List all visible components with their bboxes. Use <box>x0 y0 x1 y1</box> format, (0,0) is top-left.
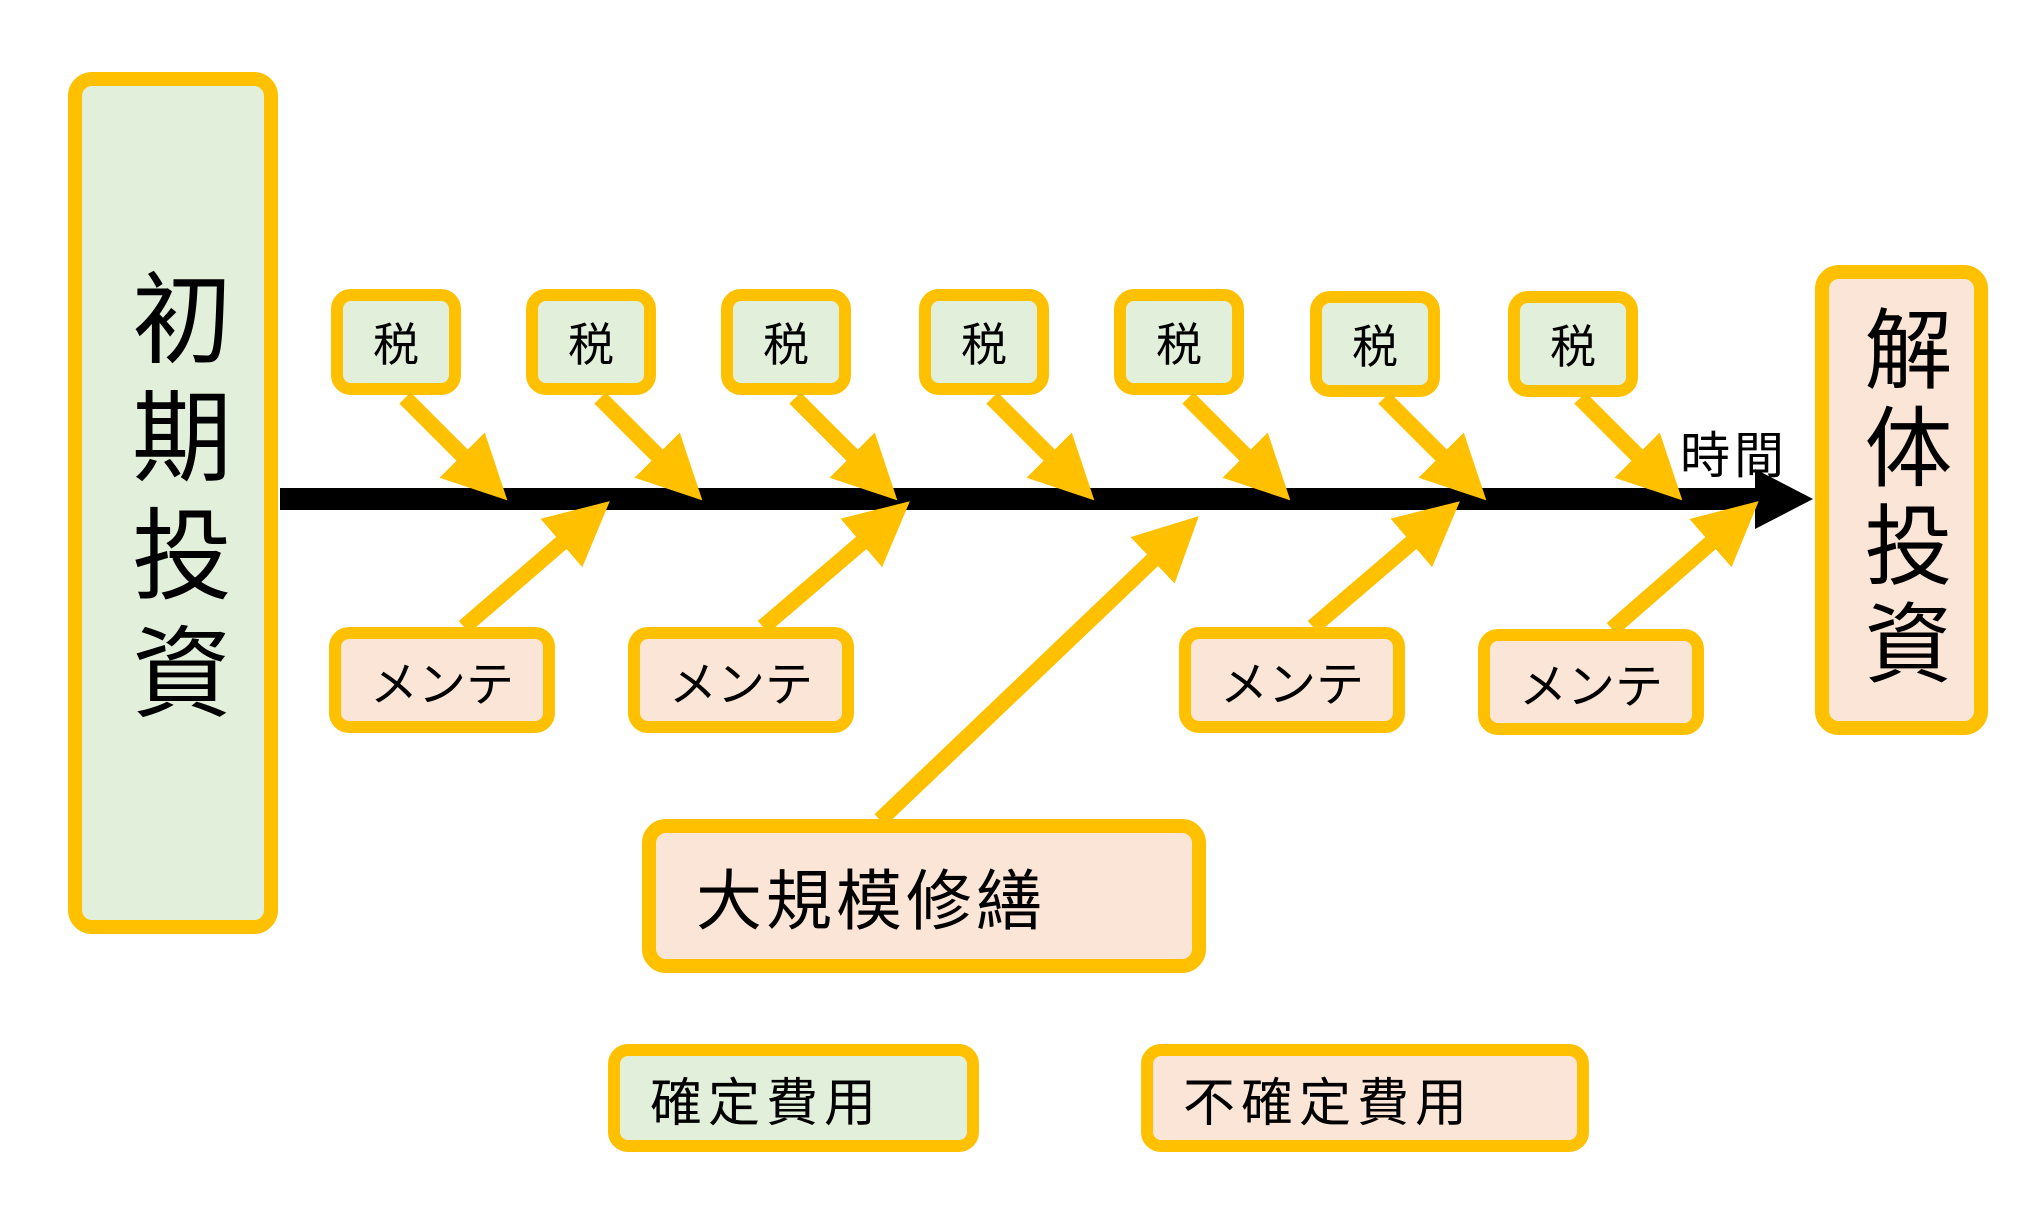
maintenance-box: メンテ <box>628 627 854 733</box>
tax-arrow <box>1574 392 1683 501</box>
tax-label: 税 <box>568 318 614 372</box>
major-repair-box: 大規模修繕 <box>642 819 1206 973</box>
maintenance-arrow <box>458 501 610 634</box>
maintenance-label: メンテ <box>668 657 813 713</box>
initial-investment-box: 初期投資 <box>68 72 278 934</box>
demolition-investment-box: 解体投資 <box>1815 265 1988 735</box>
tax-label: 税 <box>1352 320 1398 374</box>
tax-label: 税 <box>763 318 809 372</box>
demolition-investment-label: 解体投資 <box>1850 304 1953 696</box>
tax-box: 税 <box>919 289 1049 395</box>
tax-box: 税 <box>526 289 656 395</box>
tax-arrow <box>986 392 1095 501</box>
tax-box: 税 <box>1114 289 1244 395</box>
maintenance-box: メンテ <box>1478 629 1704 735</box>
initial-investment-label: 初期投資 <box>114 267 232 739</box>
time-axis-label: 時間 <box>1680 427 1788 485</box>
maintenance-label: メンテ <box>1518 659 1663 715</box>
maintenance-label: メンテ <box>1219 657 1364 713</box>
tax-label: 税 <box>961 318 1007 372</box>
tax-label: 税 <box>1156 318 1202 372</box>
legend-uncertain-cost-label: 不確定費用 <box>1183 1073 1474 1134</box>
legend-fixed-cost-label: 確定費用 <box>650 1073 883 1134</box>
tax-box: 税 <box>331 289 461 395</box>
tax-box: 税 <box>721 289 851 395</box>
tax-label: 税 <box>1550 320 1596 374</box>
maintenance-arrow <box>1606 501 1759 636</box>
legend-uncertain-cost: 不確定費用 <box>1141 1044 1589 1152</box>
tax-arrow <box>594 392 703 501</box>
tax-box: 税 <box>1310 291 1440 397</box>
legend-fixed-cost: 確定費用 <box>608 1044 979 1152</box>
tax-arrow <box>1378 392 1487 501</box>
maintenance-box: メンテ <box>1179 627 1405 733</box>
maintenance-label: メンテ <box>369 657 514 713</box>
maintenance-arrow <box>757 501 910 634</box>
major-repair-arrow <box>874 516 1199 826</box>
tax-arrow <box>399 392 508 501</box>
timeline-arrowhead <box>1755 469 1813 529</box>
tax-arrow <box>789 392 898 501</box>
tax-arrow <box>1182 392 1291 501</box>
major-repair-label: 大規模修繕 <box>696 863 1046 940</box>
tax-box: 税 <box>1508 291 1638 397</box>
maintenance-box: メンテ <box>329 627 555 733</box>
maintenance-arrow <box>1307 501 1460 634</box>
tax-label: 税 <box>373 318 419 372</box>
